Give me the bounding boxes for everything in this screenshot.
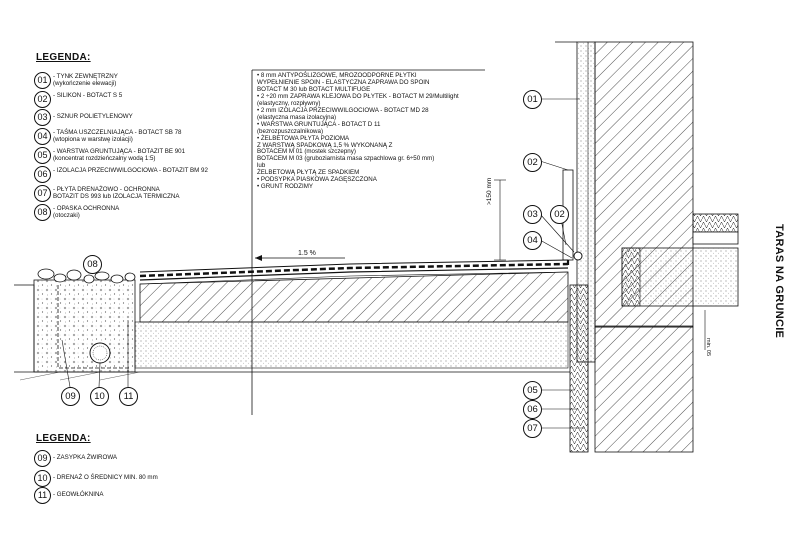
- legend-text: - SZNUR POLIETYLENOWY: [53, 113, 133, 120]
- legend-subtext: (wtopiona w warstwę izolacji): [53, 136, 133, 143]
- legend-number: 07: [34, 185, 51, 202]
- legend-text: - TAŚMA USZCZELNIAJĄCA - BOTACT SB 78: [53, 129, 182, 136]
- legend-text: - ZASYPKA ŻWIROWA: [53, 454, 118, 461]
- legend-text: - GEOWŁÓKNINA: [53, 491, 104, 498]
- interior-slab: [595, 213, 739, 350]
- spec-line: ŻELBETOWĄ PŁYTĄ ZE SPADKIEM: [257, 169, 360, 177]
- legend-number: 03: [34, 109, 51, 126]
- legend-subtext: BOTAZIT DS 993 lub IZOLACJA TERMICZNA: [53, 193, 180, 200]
- legend-item-02: 02 - SILIKON - BOTACT S 5: [34, 91, 122, 108]
- legend-item-03: 03 - SZNUR POLIETYLENOWY: [34, 109, 133, 126]
- legend-number: 08: [34, 204, 51, 221]
- legend-number: 01: [34, 72, 51, 89]
- spec-line: • GRUNT RODZIMY: [257, 183, 314, 191]
- legend-item-04: 04 - TAŚMA USZCZELNIAJĄCA - BOTACT SB 78…: [34, 128, 181, 145]
- legend-number: 11: [34, 487, 51, 504]
- spec-line: • PODSYPKA PIASKOWA ZAGĘSZCZONA: [257, 176, 377, 184]
- slope-label: 1.5 %: [298, 250, 316, 257]
- terrace-layers: [14, 259, 570, 381]
- height-dimension-label: >150 mm: [486, 177, 493, 205]
- legend-subtext: (koncentrat rozdzieńczalny wodą 1:5): [53, 155, 156, 162]
- spec-line: • ŻELBETOWA PŁYTA POZIOMA: [257, 134, 350, 142]
- legend-text: - TYNK ZEWNĘTRZNY: [53, 73, 118, 80]
- spec-line: Z WARSTWĄ SPADKOWĄ 1,5 % WYKONANĄ Z: [257, 141, 393, 149]
- callout-02: 02: [523, 153, 542, 172]
- callout-06: 06: [523, 400, 542, 419]
- callout-11: 11: [119, 387, 138, 406]
- spec-line: • WARSTWA GRUNTUJĄCA - BOTACT D 11: [257, 120, 381, 128]
- spec-line: BOTACEM M 01 (mostek szczepny): [257, 148, 356, 156]
- legend-item-08: 08 - OPASKA OCHRONNA(otoczaki): [34, 204, 119, 221]
- legend-text: - DRENAŻ O ŚREDNICY MIN. 80 mm: [53, 474, 158, 481]
- legend-subtext: (wykończenie elewacji): [53, 80, 117, 87]
- legend-number: 05: [34, 147, 51, 164]
- spec-line: • 2 mm IZOLACJA PRZECIWWILGOCIOWA - BOTA…: [257, 106, 429, 114]
- callout-10: 10: [90, 387, 109, 406]
- legend-number: 04: [34, 128, 51, 145]
- legend-text: - OPASKA OCHRONNA: [53, 205, 120, 212]
- callout-04: 04: [523, 231, 542, 250]
- slope-arrow: [255, 255, 345, 261]
- callout-01: 01: [523, 90, 542, 109]
- spec-line: (bezrozpuszczalnikowa): [257, 127, 324, 135]
- side-title: TARAS NA GRUNCIE: [773, 224, 785, 339]
- height-dimension: [494, 179, 506, 261]
- legend-text: - PŁYTA DRENAŻOWO - OCHRONNA: [53, 186, 160, 193]
- spec-line: • 2 ÷20 mm ZAPRAWA KLEJOWA DO PŁYTEK - B…: [257, 92, 459, 100]
- legend-subtext: (otoczaki): [53, 212, 80, 219]
- legend-number: 10: [34, 470, 51, 487]
- spec-line: (elastyczna masa izolacyjna): [257, 113, 337, 121]
- legend-text: - IZOLACJA PRZECIWWILGOCIOWA - BOTAZIT B…: [53, 167, 208, 174]
- callout-05: 05: [523, 381, 542, 400]
- callout-03: 03: [523, 205, 542, 224]
- spec-line: lub: [257, 162, 266, 170]
- legend-item-06: 06 - IZOLACJA PRZECIWWILGOCIOWA - BOTAZI…: [34, 166, 208, 183]
- callout-08: 08: [83, 255, 102, 274]
- callout-02-lower: 02: [550, 205, 569, 224]
- leader-lines: [61, 98, 585, 429]
- legend-item-10: 10 - DRENAŻ O ŚREDNICY MIN. 80 mm: [34, 470, 158, 487]
- layer-specification: • 8 mm ANTYPOŚLIZGOWE, MROZOODPORNE PŁYT…: [257, 72, 489, 191]
- legend-number: 09: [34, 450, 51, 467]
- spec-line: (elastyczny, rozpływny): [257, 99, 321, 107]
- legend-title-bottom: LEGENDA:: [36, 433, 91, 444]
- callout-09: 09: [61, 387, 80, 406]
- spec-line: • 8 mm ANTYPOŚLIZGOWE, MROZOODPORNE PŁYT…: [257, 72, 417, 79]
- legend-number: 06: [34, 166, 51, 183]
- callout-07: 07: [523, 419, 542, 438]
- min-dimension-label: min. 05: [705, 338, 711, 357]
- legend-item-01: 01 - TYNK ZEWNĘTRZNY(wykończenie elewacj…: [34, 72, 118, 89]
- gravel-drain-zone: [14, 268, 136, 373]
- legend-text: - SILIKON - BOTACT S 5: [53, 92, 123, 99]
- spec-line: WYPEŁNIENIE SPOIN - ELASTYCZNA ZAPRAWA D…: [257, 78, 430, 86]
- legend-text: - WARSTWA GRUNTUJĄCA - BOTAZIT BE 901: [53, 148, 186, 155]
- legend-title-top: LEGENDA:: [36, 52, 91, 63]
- legend-item-09: 09 - ZASYPKA ŻWIROWA: [34, 450, 117, 467]
- spec-line: BOTACT M 30 lub BOTACT MULTIFUGE: [257, 85, 371, 93]
- legend-number: 02: [34, 91, 51, 108]
- spec-line: BOTACEM M 03 (gruboziarnista masa szpach…: [257, 155, 435, 163]
- legend-item-05: 05 - WARSTWA GRUNTUJĄCA - BOTAZIT BE 901…: [34, 147, 185, 164]
- legend-item-11: 11 - GEOWŁÓKNINA: [34, 487, 104, 504]
